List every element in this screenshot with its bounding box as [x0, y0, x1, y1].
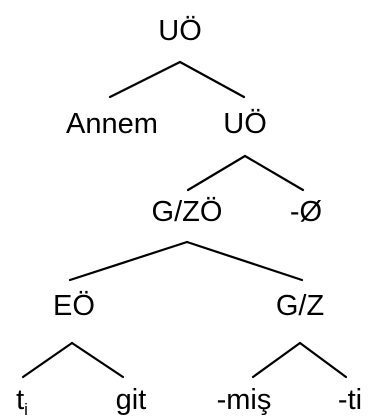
- leaf-trace-letter: t: [16, 384, 24, 416]
- branch-root-to-subject: [108, 60, 182, 99]
- branch-gz-to-ti: [298, 341, 348, 379]
- node-inner-uo: UÖ: [223, 108, 267, 140]
- leaf-mis: -miş: [217, 384, 272, 416]
- node-eo: EÖ: [53, 290, 95, 322]
- branch-eo-to-git: [70, 341, 125, 379]
- leaf-trace-index: i: [24, 400, 28, 419]
- leaf-ti: -ti: [338, 384, 362, 416]
- node-gzo: G/ZÖ: [152, 196, 223, 228]
- branch-root-to-inner-uo: [178, 60, 246, 99]
- leaf-trace: ti: [16, 384, 28, 419]
- branch-gz-to-mis: [251, 341, 302, 379]
- node-null-morpheme: -Ø: [290, 196, 322, 228]
- branch-inner-uo-to-gzo: [186, 154, 247, 192]
- branch-gzo-to-gz: [185, 240, 304, 282]
- node-subject-annem: Annem: [66, 108, 158, 140]
- branch-inner-uo-to-null: [243, 154, 305, 192]
- leaf-git: git: [116, 384, 147, 416]
- node-gz: G/Z: [276, 290, 324, 322]
- branch-gzo-to-eo: [68, 240, 189, 282]
- node-root-uo: UÖ: [158, 15, 202, 47]
- branch-eo-to-trace: [21, 341, 74, 379]
